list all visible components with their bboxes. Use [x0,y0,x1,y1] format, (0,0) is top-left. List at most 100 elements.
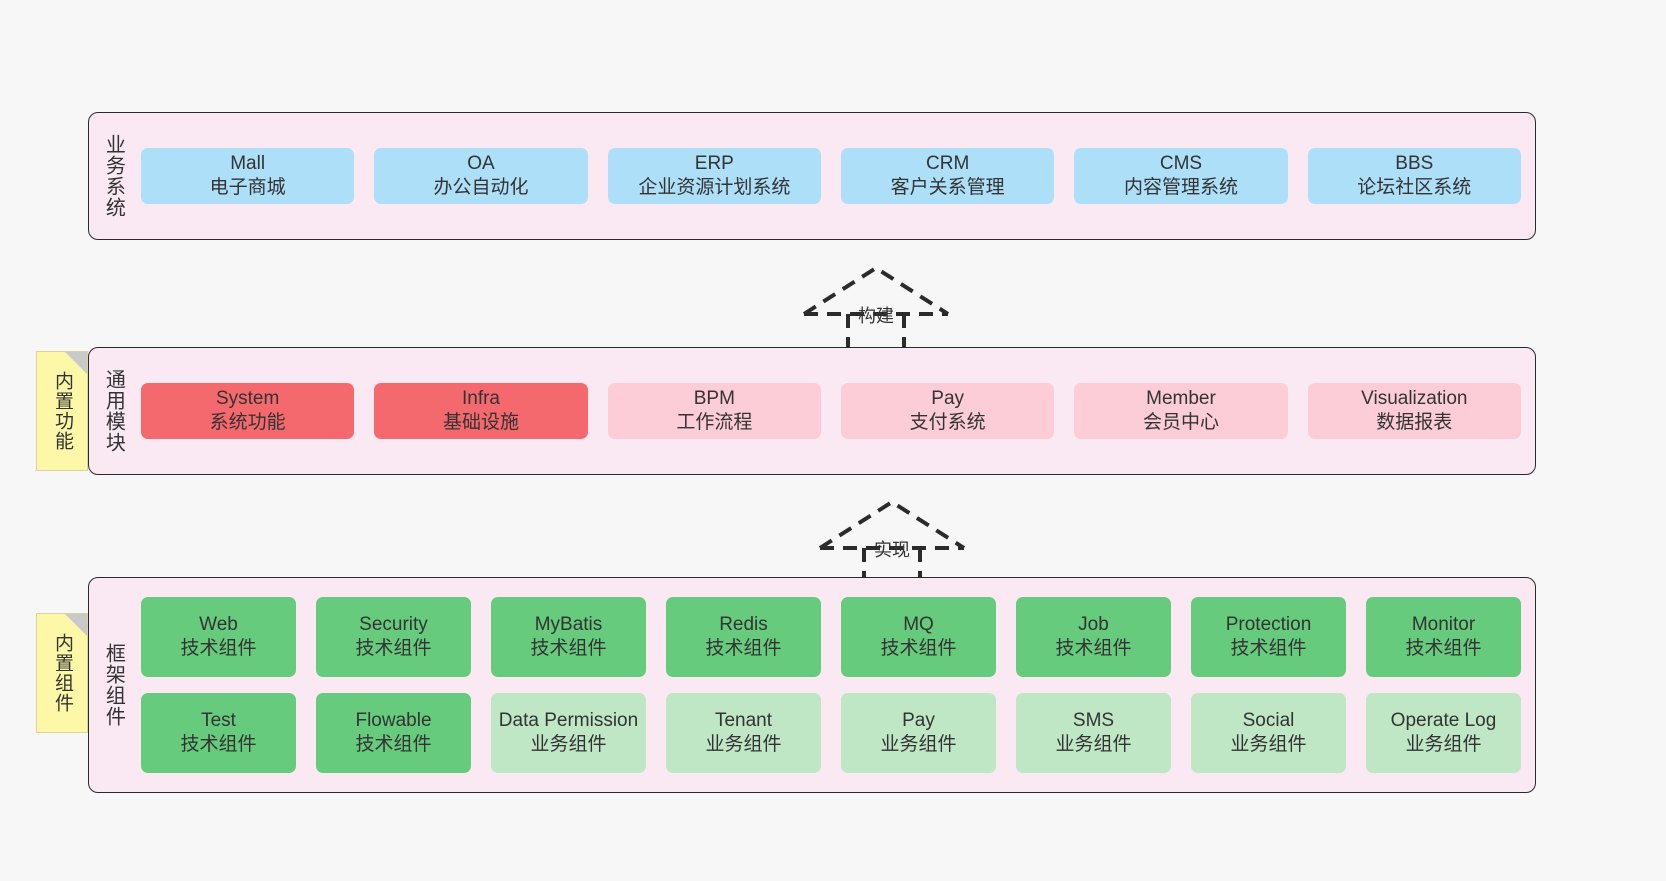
node-label-cn: 系统功能 [209,412,286,433]
node-label-en: Mall [230,153,266,175]
node-web[interactable]: Web 技术组件 [141,597,296,677]
node-label-cn: 工作流程 [676,412,753,433]
node-row: Mall 电子商城 OA 办公自动化 ERP 企业资源计划系统 CRM 客户关系… [141,148,1521,204]
note-label: 内置功能 [52,371,74,451]
node-infra[interactable]: Infra 基础设施 [374,383,588,439]
node-crm[interactable]: CRM 客户关系管理 [840,148,1055,204]
node-label-cn: 业务组件 [880,734,957,755]
node-social[interactable]: Social 业务组件 [1191,693,1346,773]
node-label-en: Operate Log [1390,710,1497,732]
node-label-en: ERP [694,153,734,175]
node-label-en: MQ [903,614,934,636]
node-mq[interactable]: MQ 技术组件 [841,597,996,677]
node-label-en: Social [1242,710,1295,732]
note-fold-corner-icon [65,352,87,374]
node-label-en: Security [359,614,428,636]
layer-common-module: 通用模块 System 系统功能 Infra 基础设施 BPM 工作流程 Pay… [88,347,1536,475]
node-label-en: Web [199,614,238,636]
node-label-cn: 业务组件 [530,734,607,755]
node-label-cn: 支付系统 [909,412,986,433]
layer-title-common-module: 通用模块 [102,369,125,453]
node-label-en: CMS [1159,153,1203,175]
node-label-cn: 客户关系管理 [890,177,1005,198]
node-label-cn: 数据报表 [1376,412,1453,433]
node-label-cn: 论坛社区系统 [1357,177,1472,198]
node-label-en: Protection [1225,614,1312,636]
node-protection[interactable]: Protection 技术组件 [1191,597,1346,677]
node-label-cn: 业务组件 [705,734,782,755]
node-label-en: Monitor [1411,614,1476,636]
node-pay-component[interactable]: Pay 业务组件 [841,693,996,773]
node-label-cn: 技术组件 [880,638,957,659]
node-label-en: Infra [461,388,500,410]
node-label-en: CRM [926,153,970,175]
node-label-cn: 业务组件 [1055,734,1132,755]
node-label-cn: 电子商城 [209,177,286,198]
node-label-cn: 技术组件 [530,638,607,659]
node-bbs[interactable]: BBS 论坛社区系统 [1307,148,1521,204]
node-label-en: Flowable [355,710,432,732]
node-label-cn: 技术组件 [180,638,257,659]
node-label-cn: 会员中心 [1142,412,1219,433]
node-label-cn: 技术组件 [355,638,432,659]
node-erp[interactable]: ERP 企业资源计划系统 [607,148,821,204]
node-tenant[interactable]: Tenant 业务组件 [666,693,821,773]
node-label-en: Data Permission [498,710,639,732]
node-label-cn: 技术组件 [705,638,782,659]
node-label-cn: 技术组件 [1405,638,1482,659]
layer-business-system: 业务系统 Mall 电子商城 OA 办公自动化 ERP 企业资源计划系统 CRM… [88,112,1536,240]
node-label-en: Member [1146,388,1216,410]
node-label-en: BBS [1395,153,1434,175]
node-redis[interactable]: Redis 技术组件 [666,597,821,677]
node-sms[interactable]: SMS 业务组件 [1016,693,1171,773]
node-label-cn: 业务组件 [1230,734,1307,755]
node-security[interactable]: Security 技术组件 [316,597,471,677]
node-label-cn: 企业资源计划系统 [638,177,791,198]
node-test[interactable]: Test 技术组件 [141,693,296,773]
node-system[interactable]: System 系统功能 [141,383,355,439]
node-mall[interactable]: Mall 电子商城 [141,148,355,204]
node-label-en: Test [201,710,236,732]
node-row: System 系统功能 Infra 基础设施 BPM 工作流程 Pay 支付系统… [141,383,1521,439]
node-cms[interactable]: CMS 内容管理系统 [1074,148,1288,204]
note-fold-corner-icon [65,614,87,636]
note-builtin-component: 内置组件 [36,613,88,733]
node-job[interactable]: Job 技术组件 [1016,597,1171,677]
node-label-en: BPM [693,388,735,410]
node-label-en: SMS [1072,710,1115,732]
node-label-en: System [215,388,280,410]
node-label-cn: 技术组件 [1055,638,1132,659]
node-flowable[interactable]: Flowable 技术组件 [316,693,471,773]
node-label-en: MyBatis [534,614,603,636]
layer-body-framework-component: Web 技术组件 Security 技术组件 MyBatis 技术组件 Redi… [137,578,1535,792]
layer-body-business-system: Mall 电子商城 OA 办公自动化 ERP 企业资源计划系统 CRM 客户关系… [137,113,1535,239]
note-label: 内置组件 [52,633,74,713]
node-label-cn: 技术组件 [180,734,257,755]
node-row: Web 技术组件 Security 技术组件 MyBatis 技术组件 Redi… [141,597,1521,677]
node-label-en: Pay [902,710,935,732]
node-pay-module[interactable]: Pay 支付系统 [840,383,1055,439]
layer-body-common-module: System 系统功能 Infra 基础设施 BPM 工作流程 Pay 支付系统… [137,348,1535,474]
node-member[interactable]: Member 会员中心 [1074,383,1288,439]
node-label-en: OA [467,153,495,175]
node-data-permission[interactable]: Data Permission 业务组件 [491,693,646,773]
node-label-cn: 基础设施 [442,412,519,433]
node-oa[interactable]: OA 办公自动化 [374,148,588,204]
layer-title-framework-component: 框架组件 [102,643,125,727]
node-visualization[interactable]: Visualization 数据报表 [1307,383,1521,439]
node-label-cn: 办公自动化 [433,177,529,198]
node-row: Test 技术组件 Flowable 技术组件 Data Permission … [141,693,1521,773]
node-label-en: Visualization [1361,388,1468,410]
connector-label-implement: 实现 [874,540,910,560]
node-label-cn: 内容管理系统 [1123,177,1238,198]
connector-build: 构建 [796,262,956,362]
node-monitor[interactable]: Monitor 技术组件 [1366,597,1521,677]
layer-framework-component: 框架组件 Web 技术组件 Security 技术组件 MyBatis 技术组件… [88,577,1536,793]
layer-title-business-system: 业务系统 [102,134,125,218]
node-label-cn: 技术组件 [355,734,432,755]
node-operate-log[interactable]: Operate Log 业务组件 [1366,693,1521,773]
node-bpm[interactable]: BPM 工作流程 [607,383,821,439]
connector-label-build: 构建 [858,306,894,326]
node-mybatis[interactable]: MyBatis 技术组件 [491,597,646,677]
